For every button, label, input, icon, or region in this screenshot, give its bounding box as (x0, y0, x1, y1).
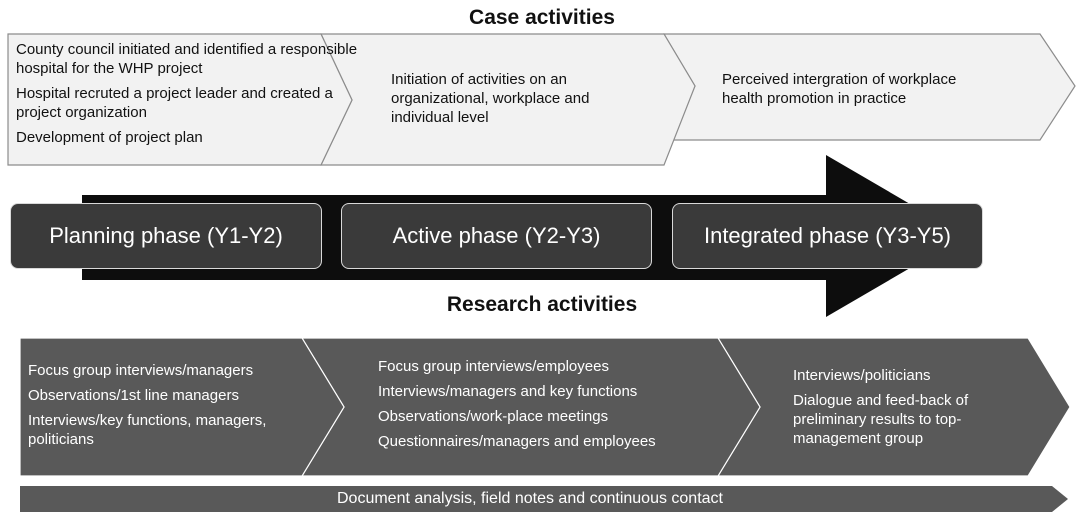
phase-box-active: Active phase (Y2-Y3) (341, 203, 652, 269)
research-activity-item: Interviews/key functions, managers, poli… (28, 412, 267, 448)
research-activity-item: Interviews/politicians (793, 367, 931, 384)
continuous-activity-label: Document analysis, field notes and conti… (336, 490, 723, 507)
research-activity-3-text: Interviews/politicians Dialogue and feed… (793, 366, 1003, 454)
case-activity-2-text: Initiation of activities on an organizat… (391, 70, 631, 133)
case-activities-title: Case activities (469, 6, 615, 29)
research-activity-2-text: Focus group interviews/employees Intervi… (378, 357, 708, 457)
case-activity-item: Hospital recruted a project leader and c… (16, 85, 333, 121)
case-activity-item: County council initiated and identified … (16, 41, 358, 77)
research-activities-title: Research activities (446, 293, 638, 316)
phase-box-integrated: Integrated phase (Y3-Y5) (672, 203, 983, 269)
research-chevron-1 (19, 337, 345, 477)
research-activity-item: Dialogue and feed-back of preliminary re… (793, 392, 969, 447)
research-activity-item: Interviews/managers and key functions (378, 383, 638, 400)
research-activity-item: Observations/1st line managers (28, 387, 239, 404)
research-activity-item: Observations/work-place meetings (378, 408, 609, 425)
research-activity-item: Focus group interviews/managers (28, 362, 254, 379)
case-activity-1-text: County council initiated and identified … (16, 40, 366, 153)
case-activity-item: Perceived intergration of workplace heal… (722, 71, 957, 107)
case-activity-item: Initiation of activities on an organizat… (391, 71, 590, 126)
research-activity-1-text: Focus group interviews/managers Observat… (28, 361, 300, 455)
research-activity-item: Questionnaires/managers and employees (378, 433, 656, 450)
case-activity-item: Development of project plan (16, 129, 203, 146)
case-activity-3-text: Perceived intergration of workplace heal… (722, 70, 982, 114)
continuous-arrow (20, 486, 1068, 512)
case-chevron-1 (7, 33, 353, 166)
research-activity-item: Focus group interviews/employees (378, 358, 609, 375)
phase-box-planning: Planning phase (Y1-Y2) (10, 203, 322, 269)
